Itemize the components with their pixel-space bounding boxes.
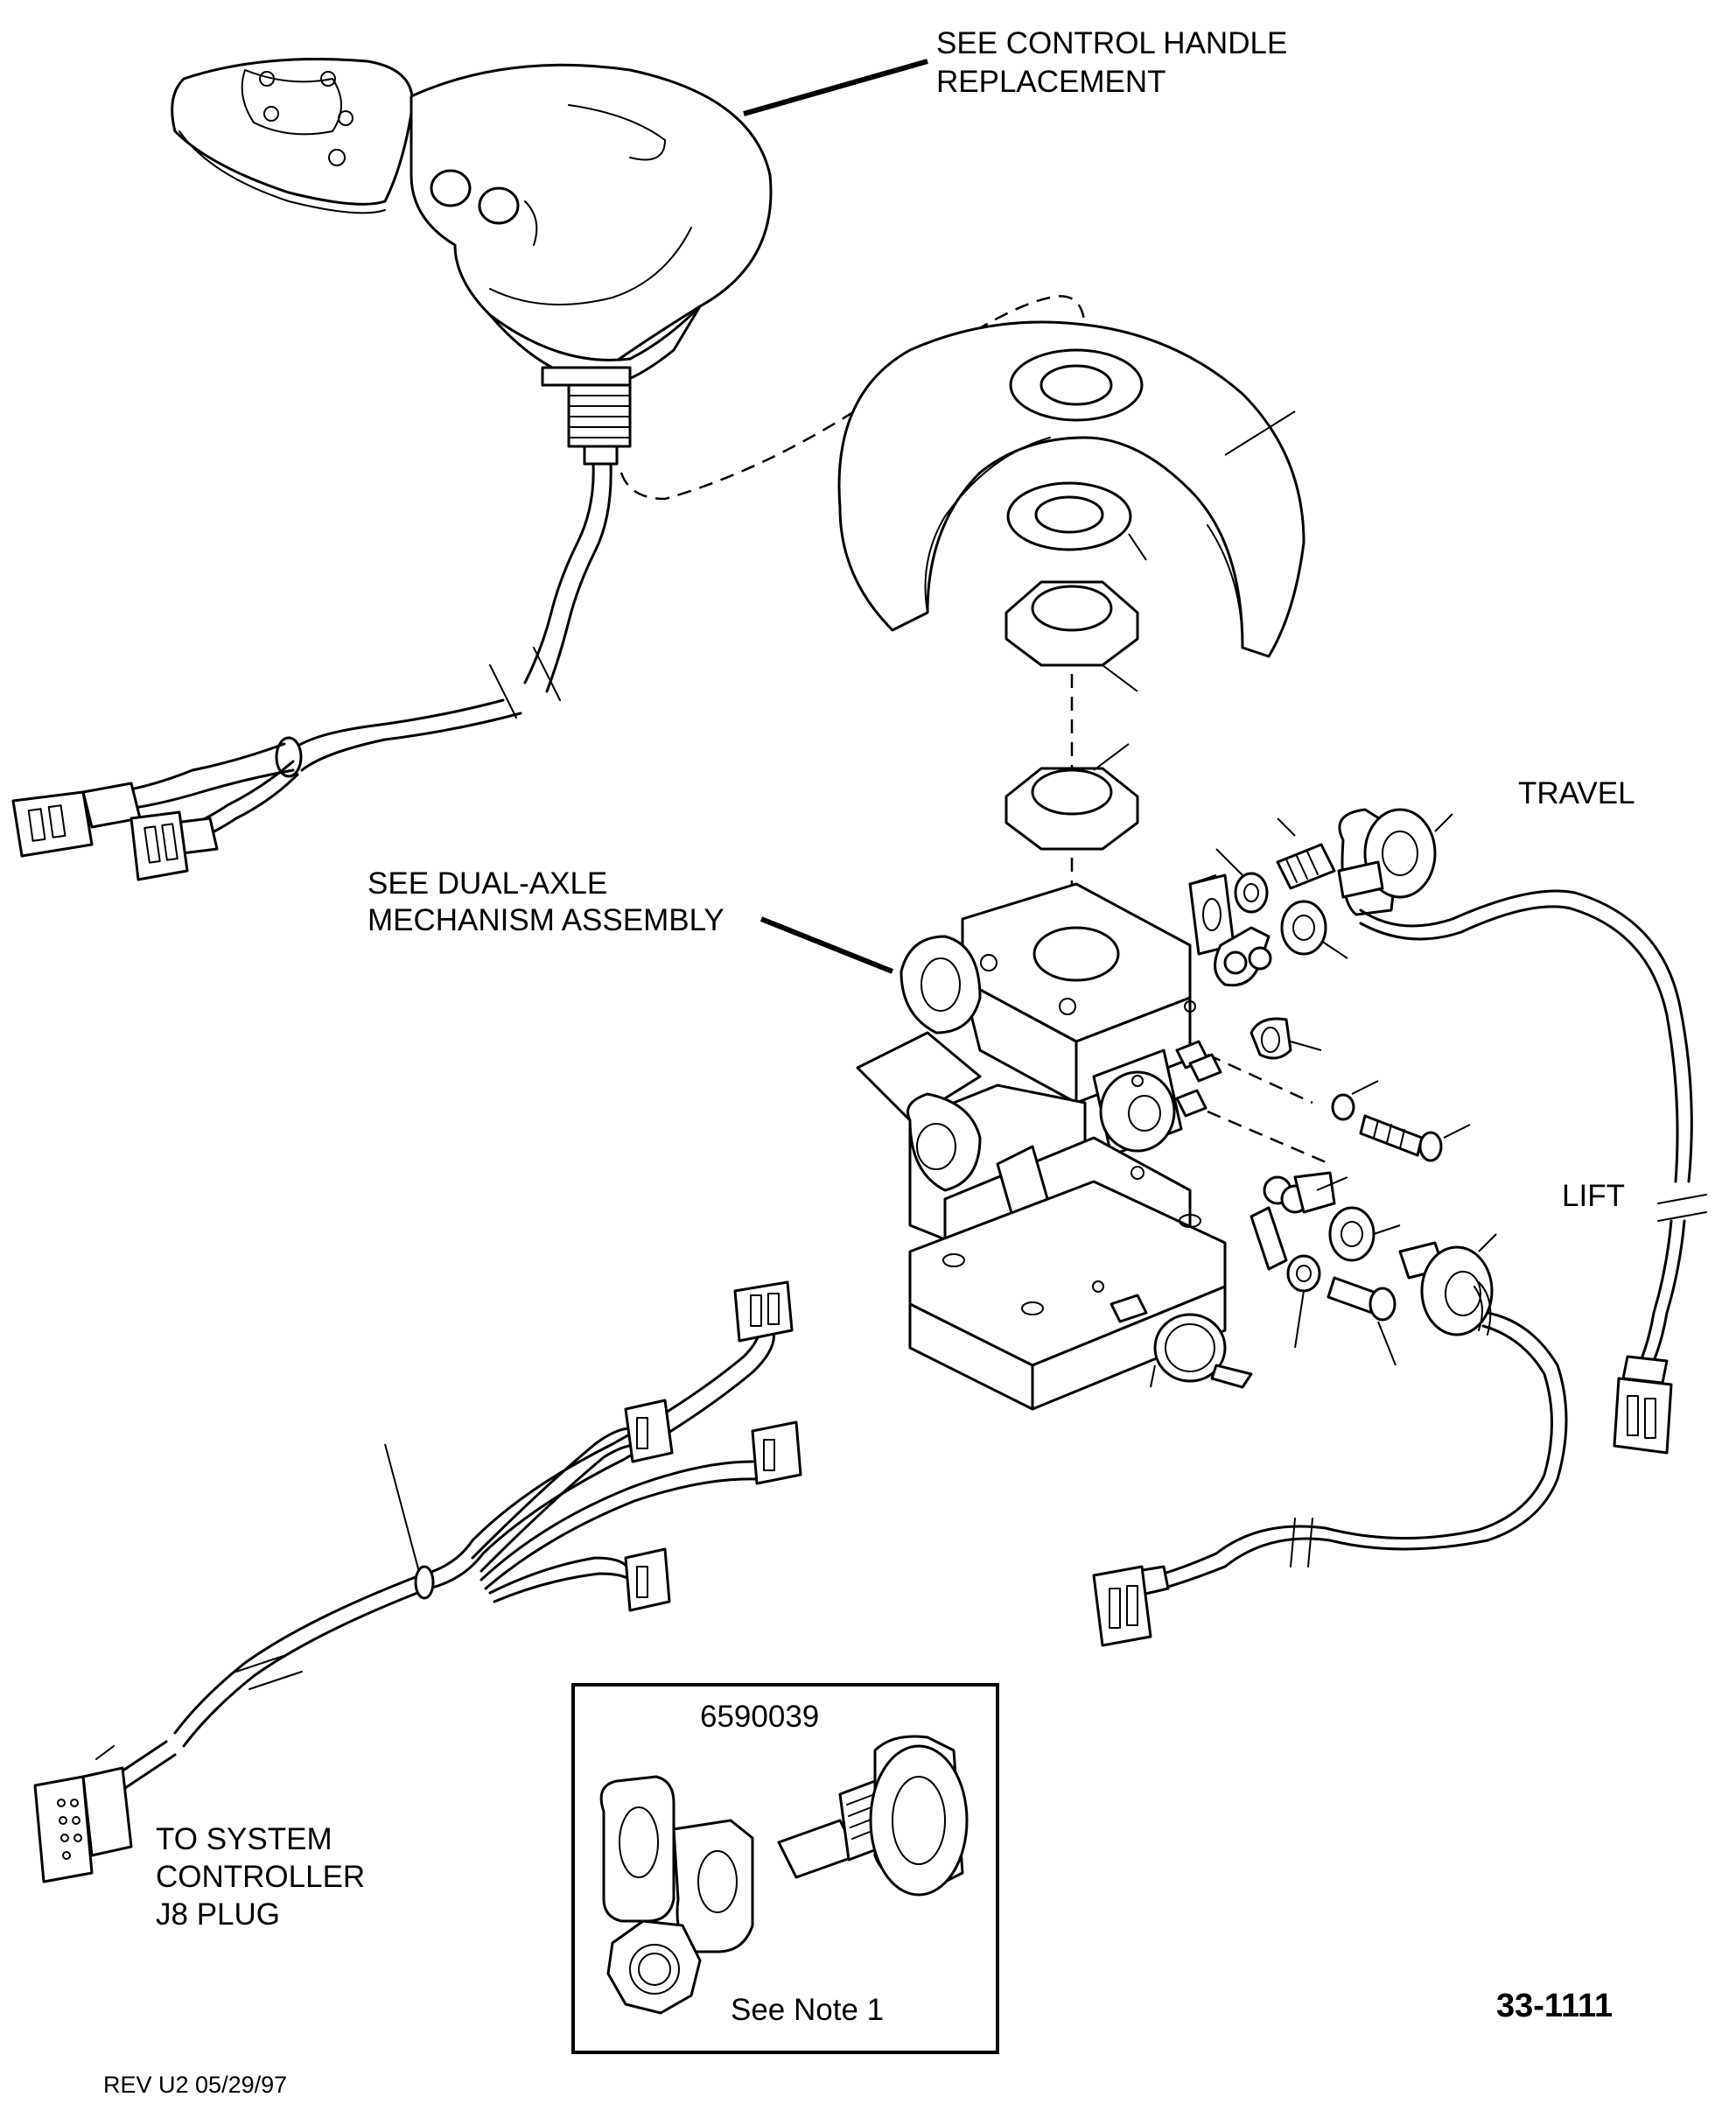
- setscrew-3: [1175, 1089, 1331, 1166]
- label-travel: TRAVEL: [1518, 776, 1635, 810]
- callout-mechanism-line1: SEE DUAL-AXLE: [368, 866, 608, 901]
- harness-connector-2: [624, 1399, 674, 1463]
- harness-cable: [112, 1311, 775, 1792]
- dome-boot: [837, 320, 1306, 658]
- clip-middle: [1250, 1017, 1322, 1060]
- lower-nut: [1004, 743, 1139, 851]
- lift-washer-large: [1328, 1206, 1401, 1262]
- travel-washer-small: [1215, 848, 1269, 914]
- connector-upper-2: [130, 810, 219, 881]
- setscrew-2: [1188, 1053, 1222, 1083]
- handle-cable: [112, 462, 612, 846]
- harness-connector-3: [751, 1420, 802, 1485]
- callout-system-controller-line1: TO SYSTEM: [156, 1822, 332, 1856]
- mechanism-block: [856, 882, 1227, 1411]
- inset-note: See Note 1: [731, 1993, 885, 2027]
- figure-number: 33-1111: [1496, 1988, 1614, 2024]
- bottom-clamp: [1092, 1280, 1253, 1389]
- harness-connector-1: [733, 1280, 794, 1343]
- callout-system-controller-line3: J8 PLUG: [156, 1897, 280, 1932]
- label-lift: LIFT: [1562, 1179, 1625, 1213]
- travel-setscrew: [1276, 817, 1336, 890]
- lift-washer-small: [1286, 1254, 1321, 1349]
- control-handle: [171, 58, 773, 466]
- inset-box: [571, 1683, 999, 2054]
- lift-connector: [1613, 1355, 1673, 1455]
- lift-screw: [1326, 1276, 1396, 1366]
- travel-bracket: [1188, 873, 1272, 987]
- callout-control-handle-line1: SEE CONTROL HANDLE: [936, 26, 1288, 60]
- lift-potentiometer: [1398, 1233, 1497, 1336]
- top-washer: [1009, 348, 1144, 422]
- j8-plug: [33, 1745, 133, 1883]
- inset-part-number: 6590039: [700, 1700, 820, 1734]
- callout-system-controller-line2: CONTROLLER: [156, 1860, 366, 1894]
- callout-control-handle-line2: REPLACEMENT: [936, 65, 1166, 99]
- callout-mechanism-line2: MECHANISM ASSEMBLY: [368, 903, 724, 937]
- middle-washer: [1006, 481, 1147, 561]
- harness-connector-4: [624, 1547, 671, 1612]
- travel-lift-connector-bottom: [1092, 1565, 1170, 1647]
- screw-middle: [1359, 1114, 1471, 1162]
- lift-bracket: [1250, 1171, 1348, 1271]
- travel-washer-large: [1280, 900, 1348, 959]
- washer-middle: [1331, 1080, 1379, 1121]
- travel-potentiometer: [1337, 808, 1453, 916]
- upper-nut: [1004, 580, 1139, 692]
- revision-label: REV U2 05/29/97: [103, 2072, 288, 2098]
- connector-upper-1: [11, 782, 142, 858]
